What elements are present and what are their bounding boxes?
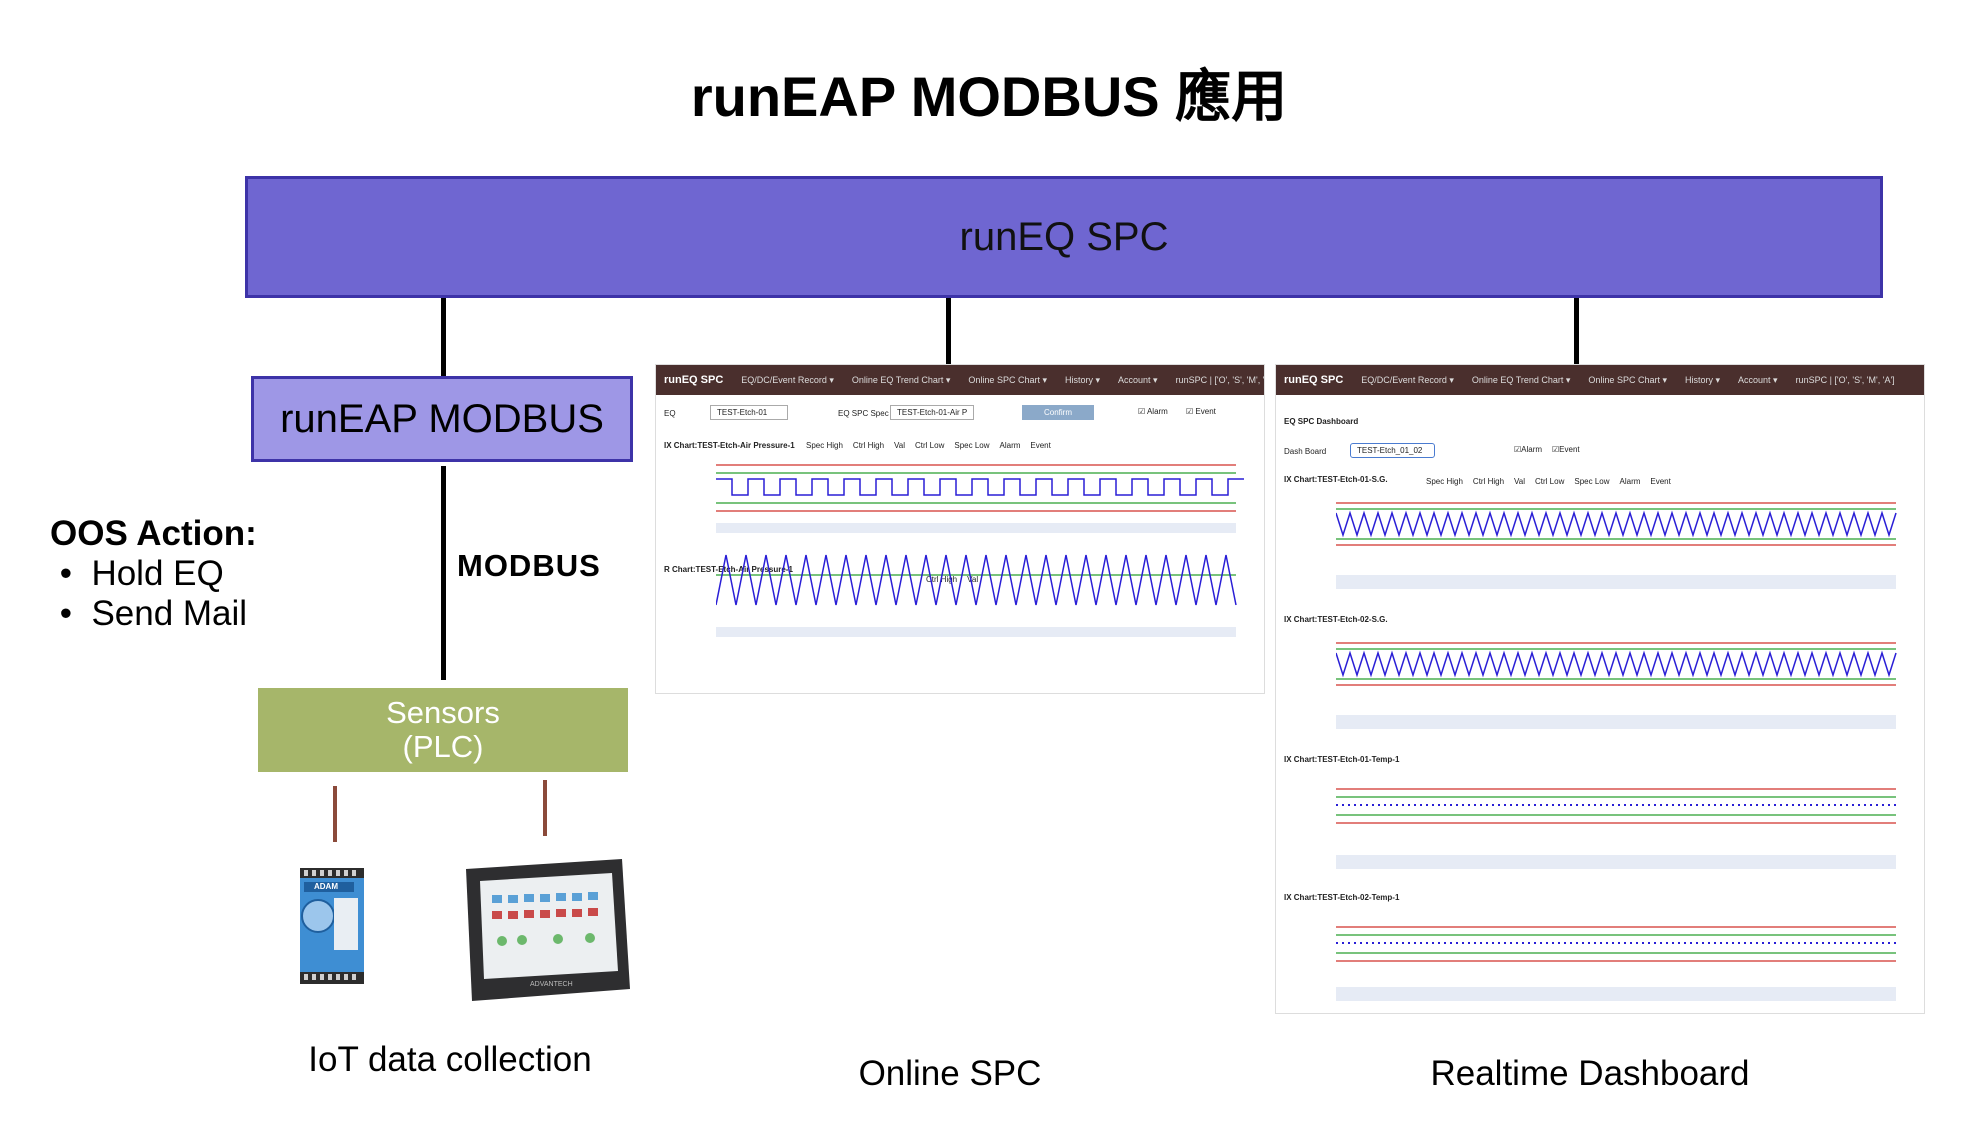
chart1-title: IX Chart:TEST-Etch-Air Pressure-1 [664, 441, 795, 450]
online-spc-brand: runEQ SPC [664, 374, 724, 386]
connector-modbus-to-plc [441, 466, 446, 680]
panel-brand-label: ADVANTECH [530, 981, 573, 988]
nav-item[interactable]: Online SPC Chart ▾ [1588, 374, 1667, 385]
nav-item[interactable]: runSPC | ['O', 'S', 'M', 'A'] [1795, 375, 1895, 385]
nav-item[interactable]: EQ/DC/Event Record ▾ [741, 374, 834, 385]
runeq-spc-label: runEQ SPC [959, 214, 1169, 259]
nav-item[interactable]: EQ/DC/Event Record ▾ [1361, 374, 1454, 385]
wire-to-touch-panel [543, 780, 547, 836]
caption-dashboard: Realtime Dashboard [1430, 1054, 1750, 1093]
runeap-modbus-label: runEAP MODBUS [280, 396, 604, 441]
dashboard-alarm-checkbox[interactable]: ☑Alarm [1514, 445, 1543, 454]
dashboard-navbar: runEQ SPC EQ/DC/Event Record ▾ Online EQ… [1276, 365, 1924, 395]
spec-select[interactable]: TEST-Etch-01-Air P [890, 405, 975, 420]
nav-item[interactable]: runSPC | ['O', 'S', 'M', 'A'] [1175, 375, 1265, 385]
connector-spc-to-dashboard [1574, 298, 1579, 366]
alarm-checkbox[interactable]: ☑ Alarm [1138, 407, 1168, 416]
modbus-link-label: MODBUS [457, 548, 601, 583]
oos-action-list: OOS Action: • Hold EQ • Send Mail [50, 514, 257, 634]
connector-spc-to-online-spc [946, 298, 951, 366]
dashboard-brand: runEQ SPC [1284, 374, 1344, 386]
caption-online-spc: Online SPC [858, 1054, 1042, 1093]
dashboard-label: Dash Board [1284, 447, 1327, 456]
adam-module-image: ADAM [292, 860, 372, 990]
nav-item[interactable]: Account ▾ [1738, 374, 1778, 385]
dashboard-chart-title: IX Chart:TEST-Etch-01-S.G. [1284, 475, 1388, 484]
dashboard-heading: EQ SPC Dashboard [1284, 417, 1359, 426]
online-spc-charts [716, 464, 1244, 637]
runeap-modbus-block: runEAP MODBUS [251, 376, 633, 462]
runeq-spc-block: runEQ SPC [245, 176, 1883, 298]
dashboard-screenshot: runEQ SPC EQ/DC/Event Record ▾ Online EQ… [1275, 364, 1925, 1014]
nav-item[interactable]: Online EQ Trend Chart ▾ [851, 374, 951, 385]
touch-panel-image: ADVANTECH [462, 855, 632, 1005]
online-spc-screenshot: runEQ SPC EQ/DC/Event Record ▾ Online EQ… [655, 364, 1265, 694]
plc-line1: Sensors [386, 695, 500, 730]
confirm-button[interactable]: Confirm [1022, 405, 1095, 420]
oos-heading: OOS Action: [50, 514, 257, 553]
dashboard-chart-title: IX Chart:TEST-Etch-02-Temp-1 [1284, 893, 1400, 902]
caption-iot: IoT data collection [308, 1040, 592, 1079]
adam-label: ADAM [314, 882, 338, 891]
dashboard-event-checkbox[interactable]: ☑Event [1552, 445, 1580, 454]
dashboard-charts [1336, 502, 1897, 1001]
nav-item[interactable]: Online EQ Trend Chart ▾ [1471, 374, 1571, 385]
plc-line2: (PLC) [402, 729, 484, 764]
nav-item[interactable]: History ▾ [1684, 374, 1721, 385]
dashboard-chart-title: IX Chart:TEST-Etch-01-Temp-1 [1284, 755, 1400, 764]
sensors-plc-block: Sensors (PLC) [258, 688, 628, 772]
nav-item[interactable]: Account ▾ [1118, 374, 1158, 385]
oos-item: • Hold EQ [50, 554, 224, 593]
eq-label: EQ [664, 409, 676, 418]
spec-label: EQ SPC Spec [838, 409, 889, 418]
oos-item: • Send Mail [50, 594, 248, 633]
event-checkbox[interactable]: ☑ Event [1186, 407, 1216, 416]
wire-to-adam [333, 786, 337, 842]
nav-item[interactable]: Online SPC Chart ▾ [968, 374, 1047, 385]
online-spc-navbar: runEQ SPC EQ/DC/Event Record ▾ Online EQ… [656, 365, 1264, 395]
dashboard-chart-title: IX Chart:TEST-Etch-02-S.G. [1284, 615, 1388, 624]
dashboard-select[interactable]: TEST-Etch_01_02 [1350, 443, 1436, 458]
eq-select[interactable]: TEST-Etch-01 [710, 405, 789, 420]
connector-spc-to-modbus [441, 298, 446, 376]
page-title: runEAP MODBUS 應用 [690, 65, 1288, 128]
nav-item[interactable]: History ▾ [1064, 374, 1101, 385]
